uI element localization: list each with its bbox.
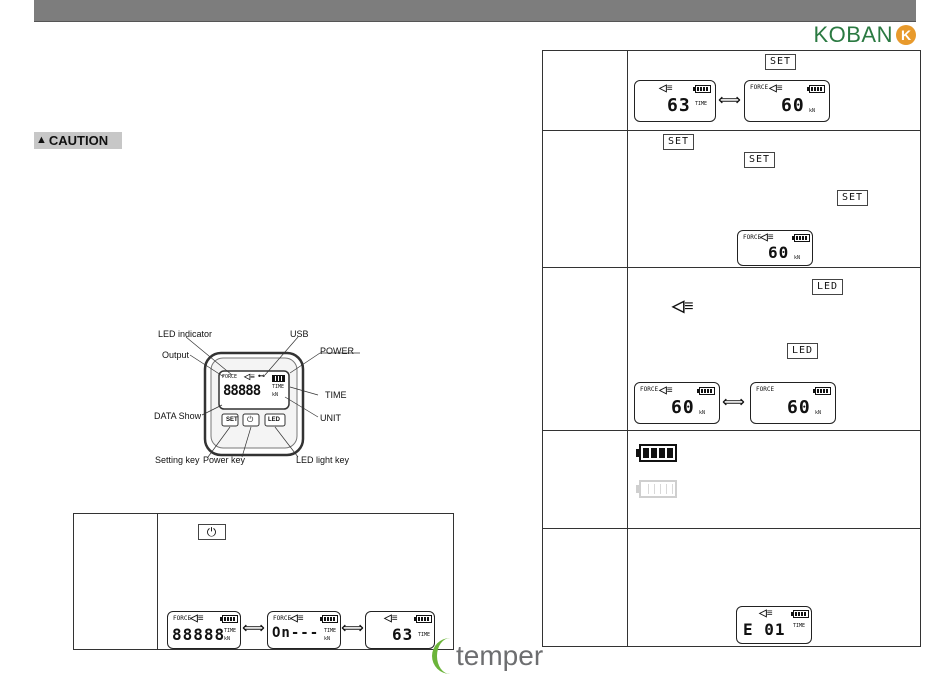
- lamp-icon: ◁≡: [659, 83, 673, 94]
- lcd-screen: FORCE ◁≡ 60 kN: [737, 230, 813, 266]
- set-key-icon: SET: [765, 54, 796, 70]
- koban-wordmark: KOBAN: [813, 22, 893, 47]
- swap-arrow-icon: ⟺: [718, 92, 741, 109]
- left-table-top: [73, 513, 454, 514]
- koban-k-icon: K: [896, 25, 916, 45]
- label-setting-key: Setting key: [155, 455, 200, 465]
- led-key[interactable]: LED: [268, 417, 280, 423]
- left-table-right: [453, 513, 454, 650]
- left-table-bottom: [73, 649, 454, 650]
- lcd-screen: FORCE 60 kN: [750, 382, 836, 424]
- swap-arrow-icon: ⟺: [242, 620, 265, 637]
- lamp-icon: ◁≡: [384, 613, 398, 624]
- right-table-left: [542, 50, 543, 647]
- caution-label: ▲ CAUTION: [34, 132, 122, 149]
- swap-arrow-icon: ⟺: [341, 620, 364, 637]
- usb-icon: ⊷: [258, 373, 265, 380]
- power-button-icon: ⏻: [198, 524, 226, 540]
- battery-icon: [220, 615, 238, 623]
- device-screen: FORCE ◁≡ ⊷ 88888 TIME kN: [222, 372, 285, 399]
- battery-full-icon: [636, 444, 677, 462]
- right-table-row-line: [542, 130, 921, 131]
- label-led-indicator: LED indicator: [158, 329, 213, 339]
- lamp-icon: ◁≡: [760, 232, 774, 243]
- set-key-icon: SET: [663, 134, 694, 150]
- label-unit: UNIT: [320, 413, 341, 423]
- lcd-screen: FORCE ◁≡ 88888 TIME kN: [167, 611, 241, 649]
- lamp-icon: ◁≡: [759, 608, 773, 619]
- right-table-row-line: [542, 430, 921, 431]
- label-data-show: DATA Show: [154, 411, 202, 421]
- lamp-icon: ◁≡: [190, 613, 204, 624]
- right-table-divider: [627, 50, 628, 647]
- battery-icon: [414, 615, 432, 623]
- temper-logo: temper: [432, 638, 543, 674]
- battery-icon: [697, 387, 715, 395]
- lcd-screen: ◁≡ 63 TIME: [634, 80, 716, 122]
- led-key-icon: LED: [787, 343, 818, 359]
- right-table-top: [542, 50, 921, 51]
- label-output: Output: [162, 350, 190, 360]
- power-key[interactable]: ⏻: [247, 415, 254, 424]
- lamp-icon: ◁≡: [244, 372, 255, 381]
- set-key[interactable]: SET: [226, 417, 238, 423]
- right-table-right: [920, 50, 921, 647]
- left-table-left: [73, 513, 74, 650]
- set-key-icon: SET: [744, 152, 775, 168]
- label-time: TIME: [325, 390, 347, 400]
- lcd-screen: ◁≡ E 01 TIME: [736, 606, 812, 644]
- warning-icon: ▲: [36, 134, 47, 146]
- right-table-row-line: [542, 267, 921, 268]
- leaf-icon: [432, 638, 455, 674]
- koban-logo: KOBAN K: [813, 22, 916, 48]
- battery-icon: [813, 387, 831, 395]
- headlight-icon: ◁≡: [672, 298, 694, 315]
- label-power: POWER: [320, 346, 355, 356]
- header-bar: [34, 0, 916, 21]
- set-key-icon: SET: [837, 190, 868, 206]
- lcd-screen: ◁≡ 63 TIME: [365, 611, 435, 649]
- lamp-icon: ◁≡: [290, 613, 304, 624]
- right-table-bottom: [542, 646, 921, 647]
- left-table-divider: [157, 513, 158, 650]
- right-table-row-line: [542, 528, 921, 529]
- battery-icon: [792, 234, 810, 242]
- lamp-icon: ◁≡: [769, 83, 783, 94]
- lcd-screen: FORCE ◁≡ On--- TIME kN: [267, 611, 341, 649]
- battery-low-icon: [636, 480, 677, 498]
- battery-icon: [791, 610, 809, 618]
- battery-icon: [693, 85, 711, 93]
- lamp-icon: ◁≡: [659, 385, 673, 396]
- label-led-light-key: LED light key: [296, 455, 350, 465]
- lcd-screen: FORCE ◁≡ 60 kN: [634, 382, 720, 424]
- battery-icon: [320, 615, 338, 623]
- header-divider: [34, 21, 916, 22]
- battery-icon: [807, 85, 825, 93]
- lcd-screen: FORCE ◁≡ 60 kN: [744, 80, 830, 122]
- swap-arrow-icon: ⟺: [722, 394, 745, 411]
- label-usb: USB: [290, 329, 309, 339]
- battery-icon: [272, 375, 285, 382]
- led-key-icon: LED: [812, 279, 843, 295]
- label-power-key: Power key: [203, 455, 246, 465]
